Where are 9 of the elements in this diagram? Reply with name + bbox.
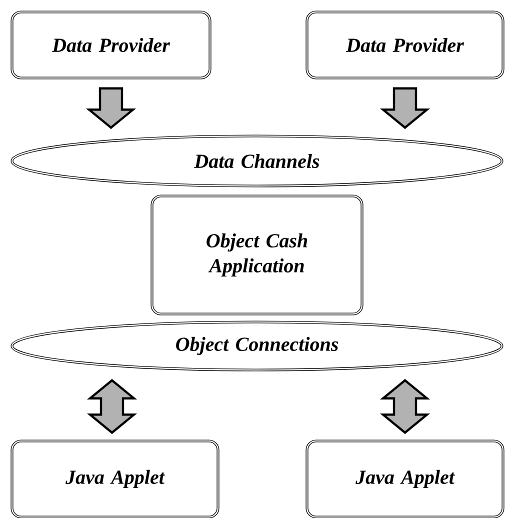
process-box: Java Applet bbox=[306, 440, 504, 518]
block-arrow bbox=[86, 87, 136, 130]
process-box: Data Provider bbox=[306, 10, 504, 80]
process-box: Object Cash Application bbox=[150, 194, 364, 316]
ellipse-band: Object Connections bbox=[10, 320, 504, 372]
ellipse-band: Data Channels bbox=[10, 134, 504, 188]
process-box: Java Applet bbox=[10, 440, 220, 518]
process-box: Data Provider bbox=[10, 10, 212, 80]
block-arrow bbox=[380, 87, 430, 130]
